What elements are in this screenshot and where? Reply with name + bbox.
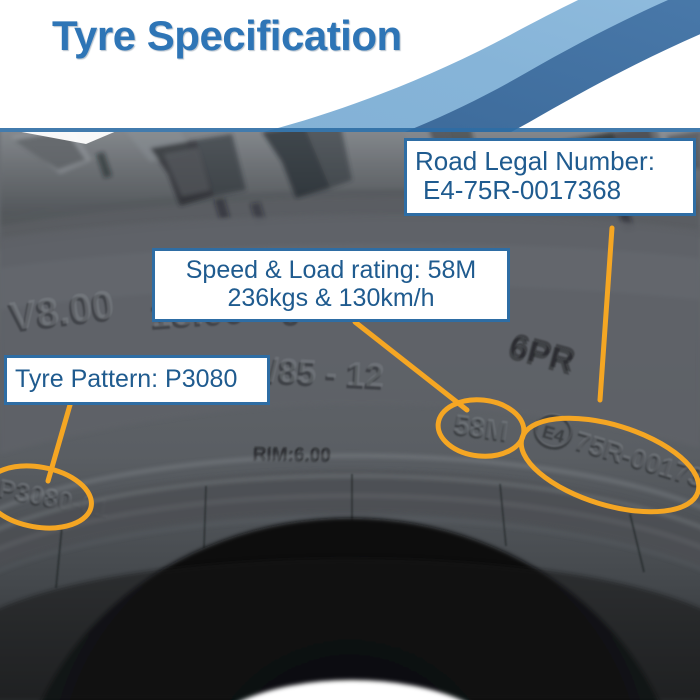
header-bottom-rule (0, 128, 700, 132)
callout-road-legal-number[interactable]: Road Legal Number: E4-75R-0017368 (404, 138, 696, 217)
callout-tyre-pattern[interactable]: Tyre Pattern: P3080 (4, 355, 270, 405)
header-swoosh-graphic (0, 0, 700, 132)
callout-speed-load-rating[interactable]: Speed & Load rating: 58M 236kgs & 130km/… (152, 248, 510, 322)
header-arc-light (263, 0, 669, 132)
callout-speed-load-line2: 236kgs & 130km/h (227, 284, 435, 312)
callout-road-legal-line2: E4-75R-0017368 (423, 175, 622, 206)
callout-speed-load-line1: Speed & Load rating: 58M (185, 256, 477, 284)
callout-tyre-pattern-line1: Tyre Pattern: P3080 (15, 365, 238, 393)
page-header: Tyre Specification (0, 0, 700, 132)
page-title: Tyre Specification (52, 12, 402, 59)
callout-road-legal-line1: Road Legal Number: (415, 146, 655, 176)
background-through-hole (242, 680, 462, 700)
svg-text:RIM:6.00: RIM:6.00 (253, 444, 331, 466)
